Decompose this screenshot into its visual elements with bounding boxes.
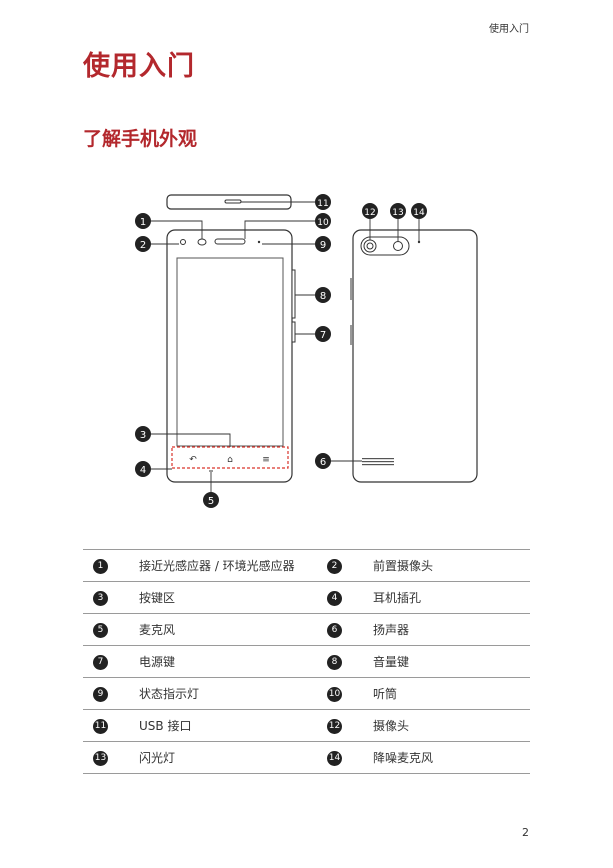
callout-2: 2 — [135, 236, 151, 252]
section-title: 了解手机外观 — [83, 128, 198, 150]
parts-legend-table: 1 接近光感应器 / 环境光感应器 2 前置摄像头 3 按键区 4 耳机插孔 5… — [83, 549, 530, 774]
part-label: USB 接口 — [139, 709, 317, 742]
badge-6: 6 — [327, 623, 342, 638]
svg-text:≡: ≡ — [262, 455, 270, 465]
svg-text:8: 8 — [320, 291, 326, 302]
part-label: 听筒 — [373, 677, 530, 710]
part-label: 按键区 — [139, 581, 317, 614]
part-label: 音量键 — [373, 645, 530, 678]
badge-3: 3 — [93, 591, 108, 606]
callout-3: 3 — [135, 426, 151, 442]
badge-4: 4 — [327, 591, 342, 606]
chapter-title: 使用入门 — [83, 51, 195, 82]
badge-9: 9 — [93, 687, 108, 702]
callout-6: 6 — [315, 453, 331, 469]
callout-11: 11 — [315, 194, 331, 210]
svg-text:14: 14 — [413, 208, 425, 218]
leader-lines — [151, 201, 420, 500]
table-row: 7 电源键 8 音量键 — [83, 645, 530, 678]
part-label: 前置摄像头 — [373, 549, 530, 582]
callout-9: 9 — [315, 236, 331, 252]
svg-text:3: 3 — [140, 430, 146, 441]
callout-8: 8 — [315, 287, 331, 303]
badge-5: 5 — [93, 623, 108, 638]
callout-13: 13 — [390, 203, 406, 219]
part-label: 耳机插孔 — [373, 581, 530, 614]
svg-text:9: 9 — [320, 240, 326, 251]
badge-1: 1 — [93, 559, 108, 574]
badge-14: 14 — [327, 751, 342, 766]
table-row: 13 闪光灯 14 降噪麦克风 — [83, 741, 530, 774]
svg-text:2: 2 — [140, 240, 146, 251]
callout-4: 4 — [135, 461, 151, 477]
svg-text:7: 7 — [320, 330, 326, 341]
callout-14: 14 — [411, 203, 427, 219]
part-label: 扬声器 — [373, 613, 530, 646]
svg-text:11: 11 — [317, 199, 328, 209]
badge-11: 11 — [93, 719, 108, 734]
running-header: 使用入门 — [489, 24, 529, 35]
svg-text:1: 1 — [140, 217, 146, 228]
callout-1: 1 — [135, 213, 151, 229]
badge-12: 12 — [327, 719, 342, 734]
svg-text:4: 4 — [140, 465, 146, 476]
table-row: 1 接近光感应器 / 环境光感应器 2 前置摄像头 — [83, 549, 530, 582]
part-label: 闪光灯 — [139, 741, 317, 774]
part-label: 降噪麦克风 — [373, 741, 530, 774]
part-label: 接近光感应器 / 环境光感应器 — [139, 549, 317, 582]
table-row: 5 麦克风 6 扬声器 — [83, 613, 530, 646]
svg-text:13: 13 — [392, 208, 403, 218]
table-row: 11 USB 接口 12 摄像头 — [83, 709, 530, 742]
page-number: 2 — [522, 826, 529, 839]
badge-7: 7 — [93, 655, 108, 670]
callout-10: 10 — [315, 213, 331, 229]
svg-text:12: 12 — [364, 208, 375, 218]
table-row: 9 状态指示灯 10 听筒 — [83, 677, 530, 710]
badge-2: 2 — [327, 559, 342, 574]
badge-10: 10 — [327, 687, 342, 702]
badge-13: 13 — [93, 751, 108, 766]
svg-text:5: 5 — [208, 496, 214, 507]
part-label: 状态指示灯 — [139, 677, 317, 710]
callout-12: 12 — [362, 203, 378, 219]
svg-text:⌂: ⌂ — [227, 455, 233, 465]
part-label: 电源键 — [139, 645, 317, 678]
phone-back — [350, 229, 478, 483]
svg-text:6: 6 — [320, 457, 326, 468]
callout-7: 7 — [315, 326, 331, 342]
phone-diagram: ↶ ⌂ ≡ 1 2 — [135, 194, 478, 508]
callout-5: 5 — [203, 492, 219, 508]
part-label: 摄像头 — [373, 709, 530, 742]
part-label: 麦克风 — [139, 613, 317, 646]
badge-8: 8 — [327, 655, 342, 670]
phone-front: ↶ ⌂ ≡ — [166, 229, 296, 483]
table-row: 3 按键区 4 耳机插孔 — [83, 581, 530, 614]
svg-text:10: 10 — [317, 218, 329, 228]
svg-text:↶: ↶ — [189, 455, 197, 465]
